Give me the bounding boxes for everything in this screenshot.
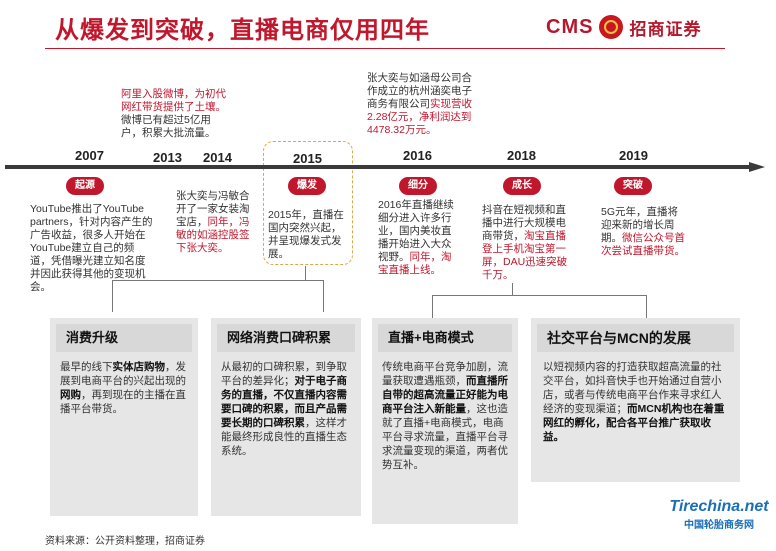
stage-badge-segment: 细分 — [399, 177, 437, 195]
stage-badge-origin: 起源 — [66, 177, 104, 195]
event-2013: 阿里入股微博，为初代网红带货提供了土壤。微博已有超过5亿用户，积累大批流量。 — [121, 88, 231, 140]
event-2016-bottom-text: 2016年直播继续细分进入许多行业，国内美妆直播开始进入大众视野。 — [378, 199, 454, 263]
card-bold-text: 而MCN机构也在着重网红的孵化，配合各平台推广获取收益。 — [543, 403, 725, 443]
year-2019: 2019 — [619, 148, 648, 163]
watermark-cn: 中国轮胎商务网 — [684, 520, 754, 531]
event-2018-text: 抖音在短视频和直播中进行大规模电商带货， — [482, 204, 566, 242]
event-2015: 2015年，直播在国内突然兴起，并呈现爆发式发展。 — [268, 209, 344, 260]
card-bold-text: 而直播所自带的超高流量正好能为电商平台注入新能量 — [382, 375, 508, 415]
card-text: ，发展到电商平台的兴起出现的 — [60, 361, 186, 387]
page-title: 从爆发到突破，直播电商仅用四年 — [55, 17, 430, 44]
event-2019: 5G元年，直播将迎来新的增长周期。微信公众号首次尝试直播带货。 — [601, 206, 685, 258]
card-text: 传统电商平台竞争加剧，流量获取遭遇瓶颈， — [382, 361, 508, 387]
card-text: ，这样才能最终形成良性的直播生态系统。 — [221, 417, 347, 457]
year-2018: 2018 — [507, 148, 536, 163]
card-title: 消费升级 — [56, 324, 192, 352]
bracket-left — [112, 280, 324, 312]
event-2019-text: 5G元年，直播将迎来新的增长周期。 — [601, 206, 679, 244]
year-2013: 2013 — [153, 150, 182, 165]
card-text: 以短视频内容的打造获取超高流量的社交平台，如抖音快手也开始通过自营小店，或者与传… — [543, 361, 722, 415]
card-word-of-mouth: 网络消费口碑积累 从最初的口碑积累，到争取平台的差异化；对于电子商务的直播，不仅… — [211, 318, 361, 516]
event-2014-text: 张大奕与冯敏合开了一家女装淘宝店， — [176, 190, 250, 228]
source-note: 资料来源：公开资料整理，招商证券 — [45, 536, 205, 547]
year-2015: 2015 — [293, 151, 322, 166]
card-title: 社交平台与MCN的发展 — [537, 324, 734, 352]
timeline-axis — [5, 162, 767, 172]
event-2013-red: 阿里入股微博，为初代网红带货提供了土壤。 — [121, 88, 226, 113]
event-2016-top-red: 实现营收2.28亿元，净利润达到4478.32万元。 — [367, 98, 472, 136]
highlight-2015-box — [263, 141, 353, 265]
event-2018: 抖音在短视频和直播中进行大规模电商带货，淘宝直播登上手机淘宝第一屏，DAU迅速突… — [482, 204, 574, 282]
event-2016-top: 张大奕与如涵母公司合作成立的杭州涵奕电子商务有限公司实现营收2.28亿元，净利润… — [367, 72, 479, 137]
stage-badge-burst: 爆发 — [288, 177, 326, 195]
card-body: 最早的线下实体店购物，发展到电商平台的兴起出现的网购，再到现在的主播在直播平台带… — [50, 352, 198, 424]
timeline-bar — [5, 165, 751, 169]
logo-seal-icon — [599, 15, 624, 39]
event-2014: 张大奕与冯敏合开了一家女装淘宝店，同年，冯敏的如涵控股签下张大奕。 — [176, 190, 256, 255]
watermark: Tirechina.net 中国轮胎商务网 — [665, 498, 773, 548]
card-text: ，再到现在的主播在直播平台带货。 — [60, 389, 186, 415]
logo-cn-text: 招商证券 — [629, 19, 702, 39]
card-consumption-upgrade: 消费升级 最早的线下实体店购物，发展到电商平台的兴起出现的网购，再到现在的主播在… — [50, 318, 198, 516]
card-bold-text: 实体店购物 — [112, 361, 166, 373]
event-2014-red: 同年，冯敏的如涵控股签下张大奕。 — [176, 216, 250, 254]
title-divider — [45, 48, 725, 49]
card-text: 从最初的口碑积累，到争取平台的差异化； — [221, 361, 347, 387]
event-2007: YouTube推出了YouTube partners，针对内容产生的广告收益，很… — [30, 203, 153, 293]
card-body: 从最初的口碑积累，到争取平台的差异化；对于电子商务的直播，不仅直播内容需要口碑的… — [211, 352, 361, 466]
card-text: ，这也造就了直播+电商模式，电商平台寻求流量，直播平台寻求流量变现的渠道，两者优… — [382, 403, 508, 471]
event-2019-red: 微信公众号首次尝试直播带货。 — [601, 232, 685, 257]
stage-badge-breakthrough: 突破 — [614, 177, 652, 195]
event-2016-bottom: 2016年直播继续细分进入许多行业，国内美妆直播开始进入大众视野。同年，淘宝直播… — [378, 199, 458, 277]
connector-2018-stem — [512, 283, 513, 295]
card-bold-text: 网购 — [60, 389, 81, 401]
year-2016: 2016 — [403, 148, 432, 163]
watermark-brand: Tirechina.net — [669, 498, 769, 515]
card-text: 最早的线下 — [60, 361, 113, 373]
card-body: 以短视频内容的打造获取超高流量的社交平台，如抖音快手也开始通过自营小店，或者与传… — [531, 352, 740, 452]
event-2016-top-text: 张大奕与如涵母公司合作成立的杭州涵奕电子商务有限公司 — [367, 72, 472, 110]
card-title: 网络消费口碑积累 — [217, 324, 355, 352]
bracket-right — [432, 295, 647, 318]
event-2013-text: 微博已有超过5亿用户，积累大批流量。 — [121, 114, 216, 139]
year-2014: 2014 — [203, 150, 232, 165]
event-2016-bottom-red: 同年，淘宝直播上线。 — [378, 251, 452, 276]
card-social-mcn: 社交平台与MCN的发展 以短视频内容的打造获取超高流量的社交平台，如抖音快手也开… — [531, 318, 740, 482]
card-live-ecommerce: 直播+电商模式 传统电商平台竞争加剧，流量获取遭遇瓶颈，而直播所自带的超高流量正… — [372, 318, 518, 524]
year-2007: 2007 — [75, 148, 104, 163]
card-body: 传统电商平台竞争加剧，流量获取遭遇瓶颈，而直播所自带的超高流量正好能为电商平台注… — [372, 352, 518, 480]
event-2018-red: 淘宝直播登上手机淘宝第一屏，DAU迅速突破千万。 — [482, 230, 568, 281]
card-bold-text: 对于电子商务的直播，不仅直播内容需要口碑的积累，而且产品需要长期的口碑积累 — [221, 375, 347, 429]
company-logo: CMS 招商证券 — [546, 14, 701, 40]
card-title: 直播+电商模式 — [378, 324, 512, 352]
stage-badge-growth: 成长 — [503, 177, 541, 195]
logo-cms-text: CMS — [546, 15, 594, 38]
timeline-arrow-icon — [749, 162, 765, 172]
connector-2015-stem — [305, 266, 306, 280]
